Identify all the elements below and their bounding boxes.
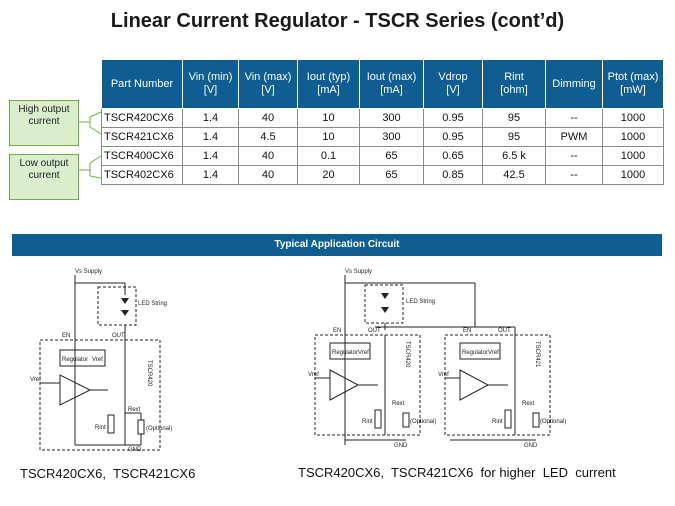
label-out-2: OUT xyxy=(498,328,511,334)
table-cell: 42.5 xyxy=(482,165,546,185)
label-regulator: Regulator xyxy=(62,357,88,363)
connector-low xyxy=(79,155,102,179)
table-row: TSCR420CX6 1.4 40 10 300 0.95 95 -- 1000 xyxy=(101,108,664,128)
table-cell: 300 xyxy=(359,108,424,128)
table-cell: 300 xyxy=(359,127,424,147)
label-vs-supply: Vs Supply xyxy=(345,269,372,275)
table-cell: 0.1 xyxy=(297,146,360,166)
label-en: EN xyxy=(333,328,341,334)
table-cell: 1000 xyxy=(602,165,664,185)
col-iout-max: Iout (max) [mA] xyxy=(359,59,424,109)
callout-low-output: Low output current xyxy=(9,154,79,200)
label-vref: Vref xyxy=(92,357,103,363)
label-rext: Rext xyxy=(392,401,405,407)
circuit-diagram-right: Vs Supply LED String EN OUT Regulator Vr… xyxy=(308,269,566,449)
label-rext-2: Rext xyxy=(522,401,535,407)
label-gnd-2: GND xyxy=(524,443,538,449)
label-optional: (Optional) xyxy=(146,426,172,432)
label-led-string: LED String xyxy=(406,299,435,305)
col-vdrop: Vdrop [V] xyxy=(423,59,483,109)
label-optional: (Optional) xyxy=(410,419,436,425)
col-vin-min-label: Vin (min) [V] xyxy=(188,71,233,96)
label-chip: TSCR420 xyxy=(146,360,152,387)
col-vin-min: Vin (min) [V] xyxy=(182,59,239,109)
callout-high-output: High output current xyxy=(9,100,79,146)
col-vdrop-label: Vdrop [V] xyxy=(438,71,468,96)
label-vref-2: Vref xyxy=(488,350,499,356)
col-vin-max: Vin (max) [V] xyxy=(238,59,298,109)
col-iout-max-label: Iout (max) [mA] xyxy=(366,71,417,96)
label-chip-2: TSCR421 xyxy=(534,341,540,368)
caption-left: TSCR420CX6, TSCR421CX6 xyxy=(20,466,196,481)
label-led-string: LED String xyxy=(138,301,167,307)
table-cell: 1.4 xyxy=(182,165,239,185)
label-vref: Vref xyxy=(358,350,369,356)
table-cell: PWM xyxy=(545,127,603,147)
label-rint-2: Rint xyxy=(492,419,503,425)
table-cell: 0.95 xyxy=(423,127,483,147)
label-vref-in: Vref xyxy=(30,377,41,383)
label-out: OUT xyxy=(112,333,125,339)
led-icon xyxy=(121,310,129,316)
label-en-2: EN xyxy=(463,328,471,334)
table-row: TSCR421CX6 1.4 4.5 10 300 0.95 95 PWM 10… xyxy=(101,127,664,147)
label-optional-2: (Optional) xyxy=(540,419,566,425)
label-vref-in-2: Vref xyxy=(438,372,449,378)
label-vs-supply: Vs Supply xyxy=(75,269,102,275)
label-out: OUT xyxy=(368,328,381,334)
col-iout-typ-label: Iout (typ) [mA] xyxy=(306,71,351,96)
label-gnd: GND xyxy=(128,447,142,453)
section-bar: Typical Application Circuit xyxy=(12,234,662,256)
label-regulator: Regulator xyxy=(332,350,358,356)
label-vref-in: Vref xyxy=(308,372,319,378)
col-ptot-max-label: Ptot (max) [mW] xyxy=(607,71,659,96)
led-icon xyxy=(381,307,389,313)
spec-table: Part Number Vin (min) [V] Vin (max) [V] … xyxy=(101,59,664,185)
table-row: TSCR402CX6 1.4 40 20 65 0.85 42.5 -- 100… xyxy=(101,165,664,185)
circuit-diagram-left: Vs Supply LED String EN OUT Regulator Vr… xyxy=(30,269,172,453)
table-cell: -- xyxy=(545,165,603,185)
connector-high xyxy=(79,111,102,135)
label-rext: Rext xyxy=(128,407,141,413)
led-icon xyxy=(381,293,389,299)
table-cell: 65 xyxy=(359,165,424,185)
label-chip: TSCR420 xyxy=(404,341,410,368)
led-icon xyxy=(121,298,129,304)
table-cell: TSCR421CX6 xyxy=(101,127,183,147)
callout-connectors xyxy=(79,111,102,179)
label-rint: Rint xyxy=(95,425,106,431)
col-ptot-max: Ptot (max) [mW] xyxy=(602,59,664,109)
label-en: EN xyxy=(62,333,70,339)
page-title: Linear Current Regulator - TSCR Series (… xyxy=(110,10,565,32)
col-rint-label: Rint [ohm] xyxy=(500,71,528,96)
table-cell: TSCR402CX6 xyxy=(101,165,183,185)
table-cell: 1000 xyxy=(602,127,664,147)
caption-right: TSCR420CX6, TSCR421CX6 for higher LED cu… xyxy=(298,465,616,480)
col-vin-max-label: Vin (max) [V] xyxy=(244,71,292,96)
col-dimming: Dimming xyxy=(545,59,603,109)
label-rint: Rint xyxy=(362,419,373,425)
label-regulator-2: Regulator xyxy=(462,350,488,356)
table-cell: 20 xyxy=(297,165,360,185)
label-gnd: GND xyxy=(394,443,408,449)
table-cell: 1000 xyxy=(602,108,664,128)
